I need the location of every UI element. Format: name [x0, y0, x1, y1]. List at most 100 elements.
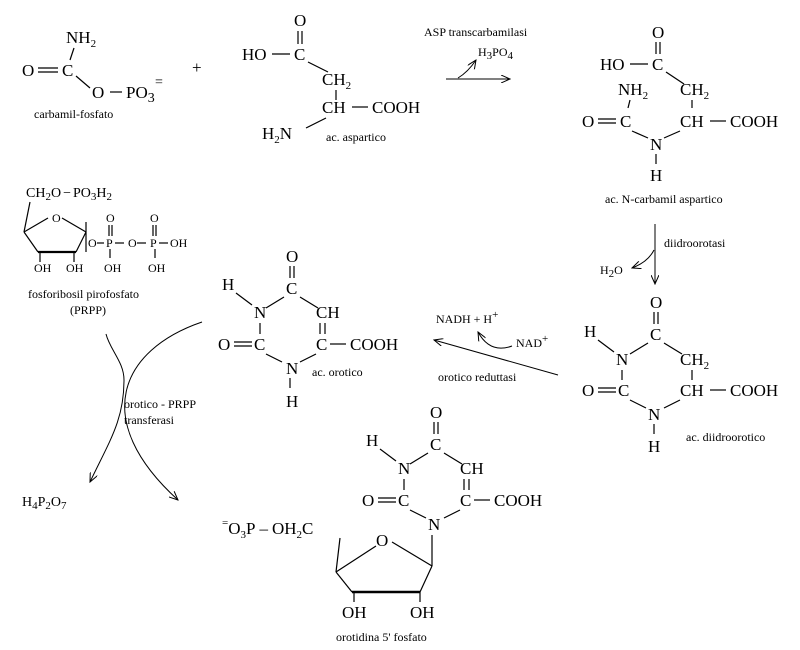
oro-oh1: OH	[342, 603, 367, 622]
diid-name: ac. diidroorotico	[686, 430, 765, 444]
orot-h2: H	[286, 392, 298, 411]
bond	[265, 296, 285, 309]
step-orotico-reduttasi: NADH + H+ NAD+ orotico reduttasi	[434, 309, 559, 384]
oro-n2: N	[428, 515, 440, 534]
diid-h: H	[584, 322, 596, 341]
prpp-o-top2: O	[150, 211, 159, 225]
bond	[629, 399, 647, 409]
carb-n: N	[650, 135, 662, 154]
diid-ch: CH	[680, 381, 704, 400]
h3po4: H3PO4	[478, 45, 514, 62]
bond	[307, 61, 329, 73]
ac-orotico: O H C N CH O C C COOH N H ac. orotico	[218, 247, 398, 411]
oro-o: O	[430, 403, 442, 422]
bond	[75, 75, 91, 89]
bond	[597, 339, 615, 353]
enzyme-reduttasi: orotico reduttasi	[438, 370, 517, 384]
carb-ho: HO	[600, 55, 625, 74]
bond	[69, 47, 75, 61]
oro-o2: O	[362, 491, 374, 510]
arrow-prpp-ppi	[90, 333, 125, 482]
arrow-h3po4	[457, 60, 476, 79]
prpp-p1: P	[106, 236, 113, 250]
plus-sign: +	[192, 58, 202, 77]
prpp-oh4: OH	[104, 261, 122, 275]
nad: NAD+	[516, 333, 548, 350]
orot-c-top: C	[286, 279, 297, 298]
carb-cooh: COOH	[730, 112, 778, 131]
bond	[629, 342, 649, 355]
bond	[299, 296, 319, 309]
bond	[265, 353, 283, 363]
carb-h: H	[650, 166, 662, 185]
orot-c3: C	[316, 335, 327, 354]
carb-o: O	[652, 23, 664, 42]
orot-name: ac. orotico	[312, 365, 363, 379]
prpp-p2: P	[150, 236, 157, 250]
oro-h: H	[366, 431, 378, 450]
step-transferasi: orotico - PRPP transferasi H4P2O7	[22, 321, 203, 512]
bond	[443, 509, 461, 519]
prpp-oh5: OH	[148, 261, 166, 275]
bond	[235, 292, 253, 306]
carbamil-o: O	[22, 61, 34, 80]
bond	[409, 509, 427, 519]
carb-o2: O	[582, 112, 594, 131]
orot-h: H	[222, 275, 234, 294]
oro-phosphate: =O3P–OH2C	[222, 517, 313, 541]
prpp-ring-o: O	[52, 211, 61, 225]
carb-ch2: CH2	[680, 80, 709, 102]
enzyme-transferasi-1: orotico - PRPP	[124, 397, 196, 411]
h4p2o7: H4P2O7	[22, 495, 67, 512]
bond	[299, 353, 317, 363]
carb-ch: CH	[680, 112, 704, 131]
prpp-ch2o-po3h2: CH2O−PO3H2	[26, 186, 112, 203]
asp-ch: CH	[322, 98, 346, 117]
oro-name: orotidina 5' fosfato	[336, 630, 427, 644]
prpp-oh1: OH	[34, 261, 52, 275]
arrow-4	[124, 321, 203, 500]
carbamil-opo: O	[92, 83, 104, 102]
oro-ring-o: O	[376, 531, 388, 550]
bond	[409, 452, 429, 465]
orot-o2: O	[218, 335, 230, 354]
enzyme-transcarbamilasi: ASP transcarbamilasi	[424, 25, 528, 39]
oro-cooh: COOH	[494, 491, 542, 510]
asp-h2n: H2N	[262, 124, 292, 146]
bond	[23, 217, 49, 233]
diid-n2: N	[648, 405, 660, 424]
bond	[335, 545, 377, 573]
prpp-o-top1: O	[106, 211, 115, 225]
orot-c2: C	[254, 335, 265, 354]
ac-aspartico: O HO C CH2 CH COOH H2N ac. aspartico	[242, 11, 420, 146]
asp-c: C	[294, 45, 305, 64]
carbamil-charge: =	[155, 75, 163, 90]
carbamil-c: C	[62, 61, 73, 80]
oro-oh2: OH	[410, 603, 435, 622]
oro-n: N	[398, 459, 410, 478]
bond	[391, 541, 433, 567]
bond	[663, 130, 681, 139]
carb-nh2: NH2	[618, 80, 648, 102]
carbamil-po3: PO3	[126, 83, 155, 106]
arrow-h2o	[632, 249, 655, 268]
prpp-name2: (PRPP)	[70, 303, 106, 317]
arrow-3	[434, 340, 559, 376]
asp-name: ac. aspartico	[326, 130, 386, 144]
diid-n: N	[616, 350, 628, 369]
carb-name: ac. N-carbamil aspartico	[605, 192, 723, 206]
asp-ch2: CH2	[322, 70, 351, 92]
diid-o2: O	[582, 381, 594, 400]
bond	[23, 231, 39, 253]
bond	[379, 448, 397, 462]
prpp-o1: O	[88, 236, 97, 250]
ac-n-carbamil-aspartico: O HO C NH2 CH2 O C CH COOH N H ac. N-car…	[582, 23, 778, 206]
carb-c: C	[652, 55, 663, 74]
prpp: CH2O−PO3H2 O OH OH O P O P OH O O OH OH …	[23, 186, 188, 317]
step-diidroorotasi: diidroorotasi H2O	[600, 224, 726, 284]
orot-cooh: COOH	[350, 335, 398, 354]
prpp-oh3: OH	[170, 236, 188, 250]
carb-c2: C	[620, 112, 631, 131]
